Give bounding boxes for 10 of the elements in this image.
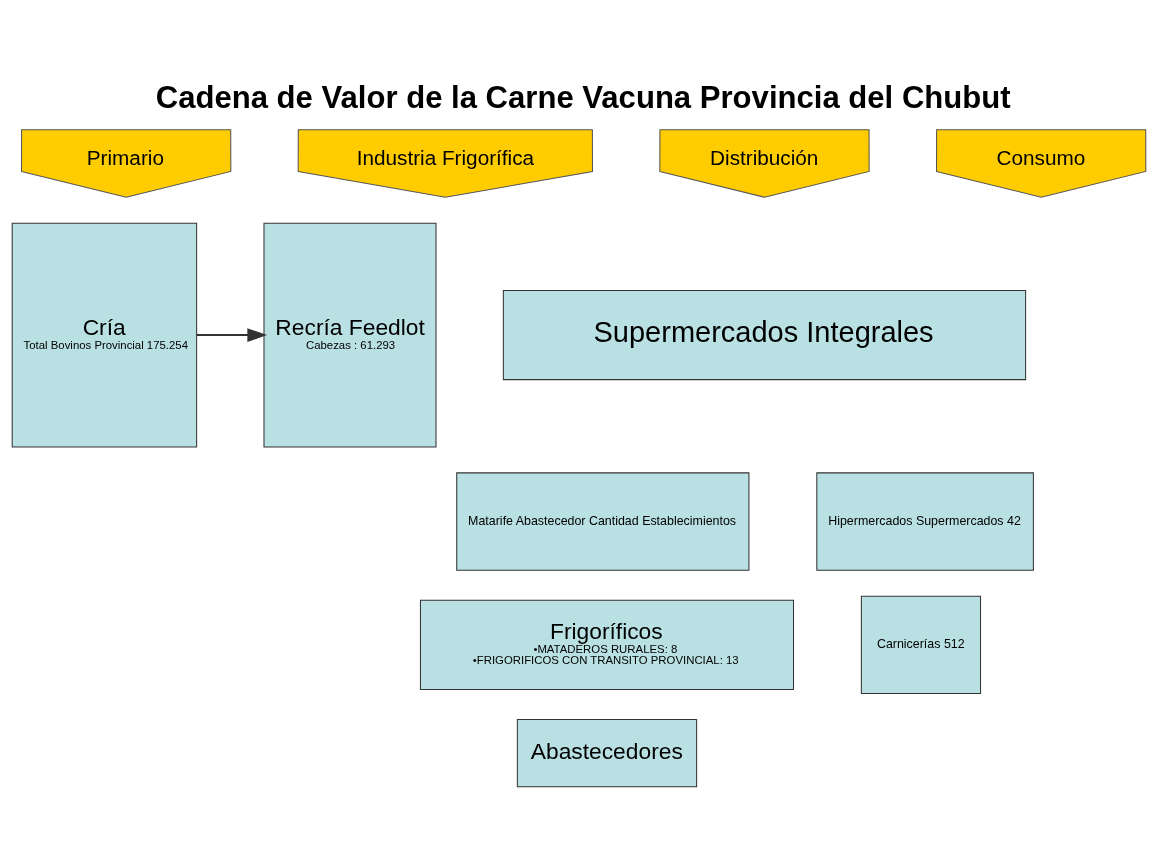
node-box: Matarife Abastecedor Cantidad Establecimientos [456, 472, 750, 571]
diagram-title: Cadena de Valor de la Carne Vacuna Provincia del Chubut [155, 80, 1011, 116]
node-box: Supermercados Integrales [502, 290, 1027, 381]
node-box: Carnicerías 512 [860, 595, 982, 695]
node-box: Recría Feedlot Cabezas : 61.293 [263, 222, 437, 448]
node-box: Abastecedores [516, 719, 698, 788]
node-box: Hipermercados Supermercados 42 [816, 472, 1034, 571]
arrow [197, 328, 268, 342]
node-box: Cría Total Bovinos Provincial 175.254 [11, 222, 198, 448]
node-box: Frigoríficos •MATADEROS RURALES: 8 •FRIGORIFICOS CON TRANSITO PROVINCIAL: 13 [419, 599, 794, 690]
